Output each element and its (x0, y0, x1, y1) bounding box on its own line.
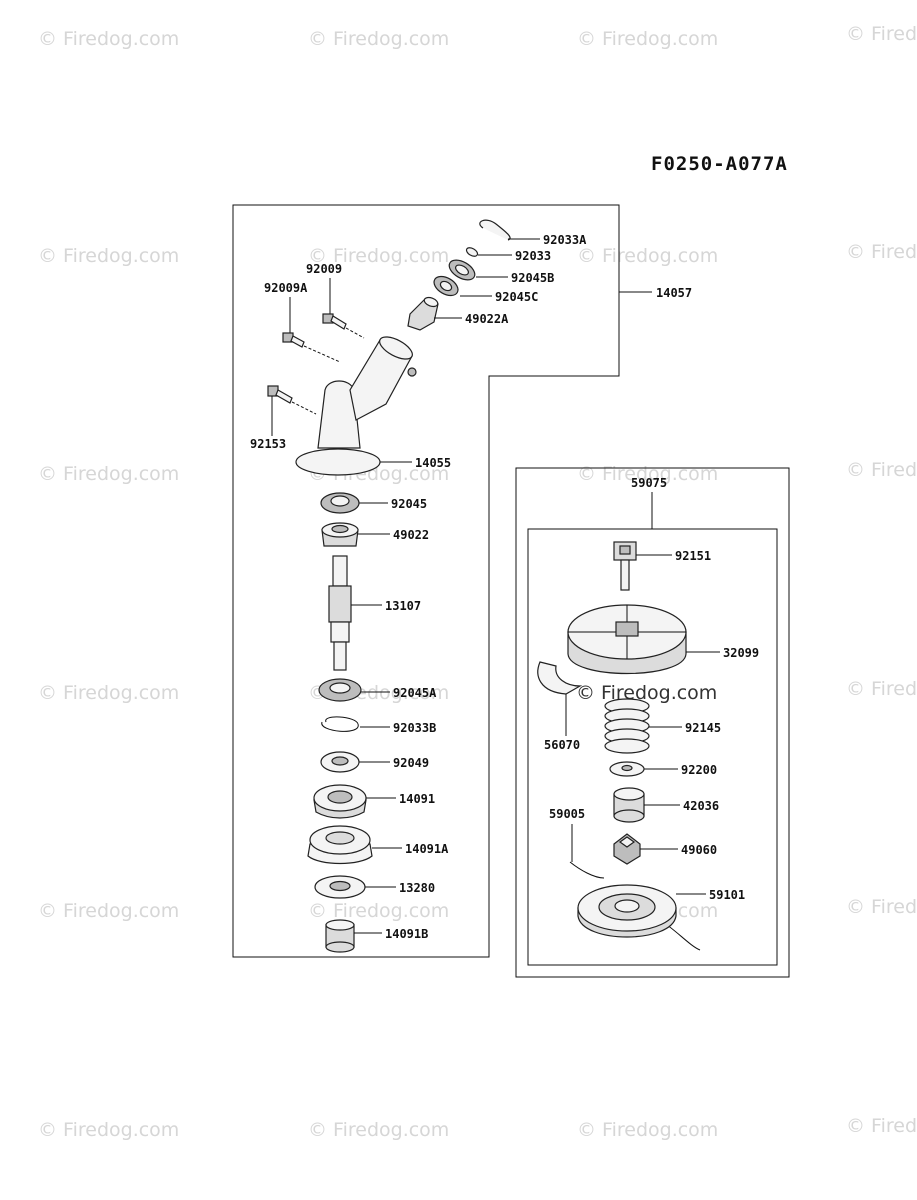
watermark: © Firedog.com (38, 463, 179, 485)
label-14091: 14091 (399, 792, 435, 806)
label-14091a: 14091A (405, 842, 449, 856)
assembly-boundary-14057 (232, 204, 620, 958)
label-49022a: 49022A (465, 312, 509, 326)
label-32099: 32099 (723, 646, 759, 660)
shaft-13107: 13107 (328, 555, 421, 671)
bolt-92009: 92009 (306, 262, 365, 339)
watermark: © Firedog.com (308, 900, 449, 922)
label-56070: 56070 (544, 738, 580, 752)
bolt-92153: 92153 (250, 385, 317, 451)
label-14091b: 14091B (385, 927, 428, 941)
label-92151: 92151 (675, 549, 711, 563)
watermark: © Firedog.com (38, 900, 179, 922)
watermark-layer: © Firedog.com © Firedog.com © Firedog.co… (38, 23, 917, 1141)
label-92045c: 92045C (495, 290, 538, 304)
collar-14091b: 14091B (325, 919, 428, 953)
bearing-92045c: 92045C (433, 275, 538, 304)
ratchet-42036: 42036 (613, 787, 719, 823)
holder-14091: 14091 (313, 784, 435, 819)
watermark: © Firedog.com (577, 1119, 718, 1141)
bolt-92009a: 92009A (264, 281, 341, 363)
label-92009a: 92009A (264, 281, 308, 295)
label-92009: 92009 (306, 262, 342, 276)
bearing-92045: 92045 (320, 492, 427, 514)
seal-92049: 92049 (320, 751, 429, 773)
label-49060: 49060 (681, 843, 717, 857)
label-92049: 92049 (393, 756, 429, 770)
label-92033a: 92033A (543, 233, 587, 247)
spring-92145: 92145 (604, 698, 721, 754)
nut-49060: 49060 (613, 833, 717, 865)
right-assembly-group: 59075 92151 32099 © Firedog.com 56070 (515, 467, 790, 978)
label-92045a: 92045A (393, 686, 437, 700)
gear-49022a: 49022A (407, 296, 509, 331)
label-42036: 42036 (683, 799, 719, 813)
label-59005: 59005 (549, 807, 585, 821)
circlip-92033a: 92033A (479, 219, 587, 247)
watermark-partial: © Fired (846, 678, 917, 700)
label-59101: 59101 (709, 888, 745, 902)
watermark-partial: © Fired (846, 459, 917, 481)
ring-92033: 92033 (465, 247, 551, 263)
label-92145: 92145 (685, 721, 721, 735)
watermark: © Firedog.com (577, 28, 718, 50)
label-92033: 92033 (515, 249, 551, 263)
watermark: © Firedog.com (38, 28, 179, 50)
watermark: © Firedog.com (38, 245, 179, 267)
watermark-partial: © Fired (846, 241, 917, 263)
left-assembly-group: 14057 92033A 92033 92045B 92045C (232, 204, 692, 958)
label-92200: 92200 (681, 763, 717, 777)
label-sheet-56070: 56070 (537, 661, 583, 752)
label-59075: 59075 (631, 476, 667, 490)
watermark-center: © Firedog.com (576, 682, 717, 704)
watermark: © Firedog.com (577, 245, 718, 267)
label-13280: 13280 (399, 881, 435, 895)
label-14057: 14057 (656, 286, 692, 300)
label-13107: 13107 (385, 599, 421, 613)
spool-cover-32099: 32099 (567, 604, 759, 674)
bearing-92045a: 92045A (318, 678, 437, 702)
label-14055: 14055 (415, 456, 451, 470)
watermark: © Firedog.com (308, 1119, 449, 1141)
diagram-code: F0250-A077A (651, 153, 788, 175)
bearing-92045b: 92045B (448, 259, 554, 285)
watermark-partial: © Fired (846, 23, 917, 45)
gear-case-14055: 14055 (295, 336, 451, 476)
washer-13280: 13280 (314, 875, 435, 899)
washer-92200: 92200 (609, 761, 717, 777)
watermark: © Firedog.com (308, 28, 449, 50)
cover-14091a: 14091A (307, 825, 449, 865)
label-92045: 92045 (391, 497, 427, 511)
circlip-92033b: 92033B (321, 716, 436, 735)
spool-59101: 59101 (577, 884, 745, 938)
gear-49022: 49022 (321, 522, 429, 547)
watermark: © Firedog.com (38, 682, 179, 704)
label-92045b: 92045B (511, 271, 554, 285)
label-92033b: 92033B (393, 721, 436, 735)
watermark-partial: © Fired (846, 1115, 917, 1137)
watermark: © Firedog.com (38, 1119, 179, 1141)
label-92153: 92153 (250, 437, 286, 451)
watermark-partial: © Fired (846, 896, 917, 918)
bolt-92151: 92151 (613, 541, 711, 591)
assembly-boundary-outer (515, 467, 790, 978)
watermark: © Firedog.com (308, 245, 449, 267)
label-49022: 49022 (393, 528, 429, 542)
